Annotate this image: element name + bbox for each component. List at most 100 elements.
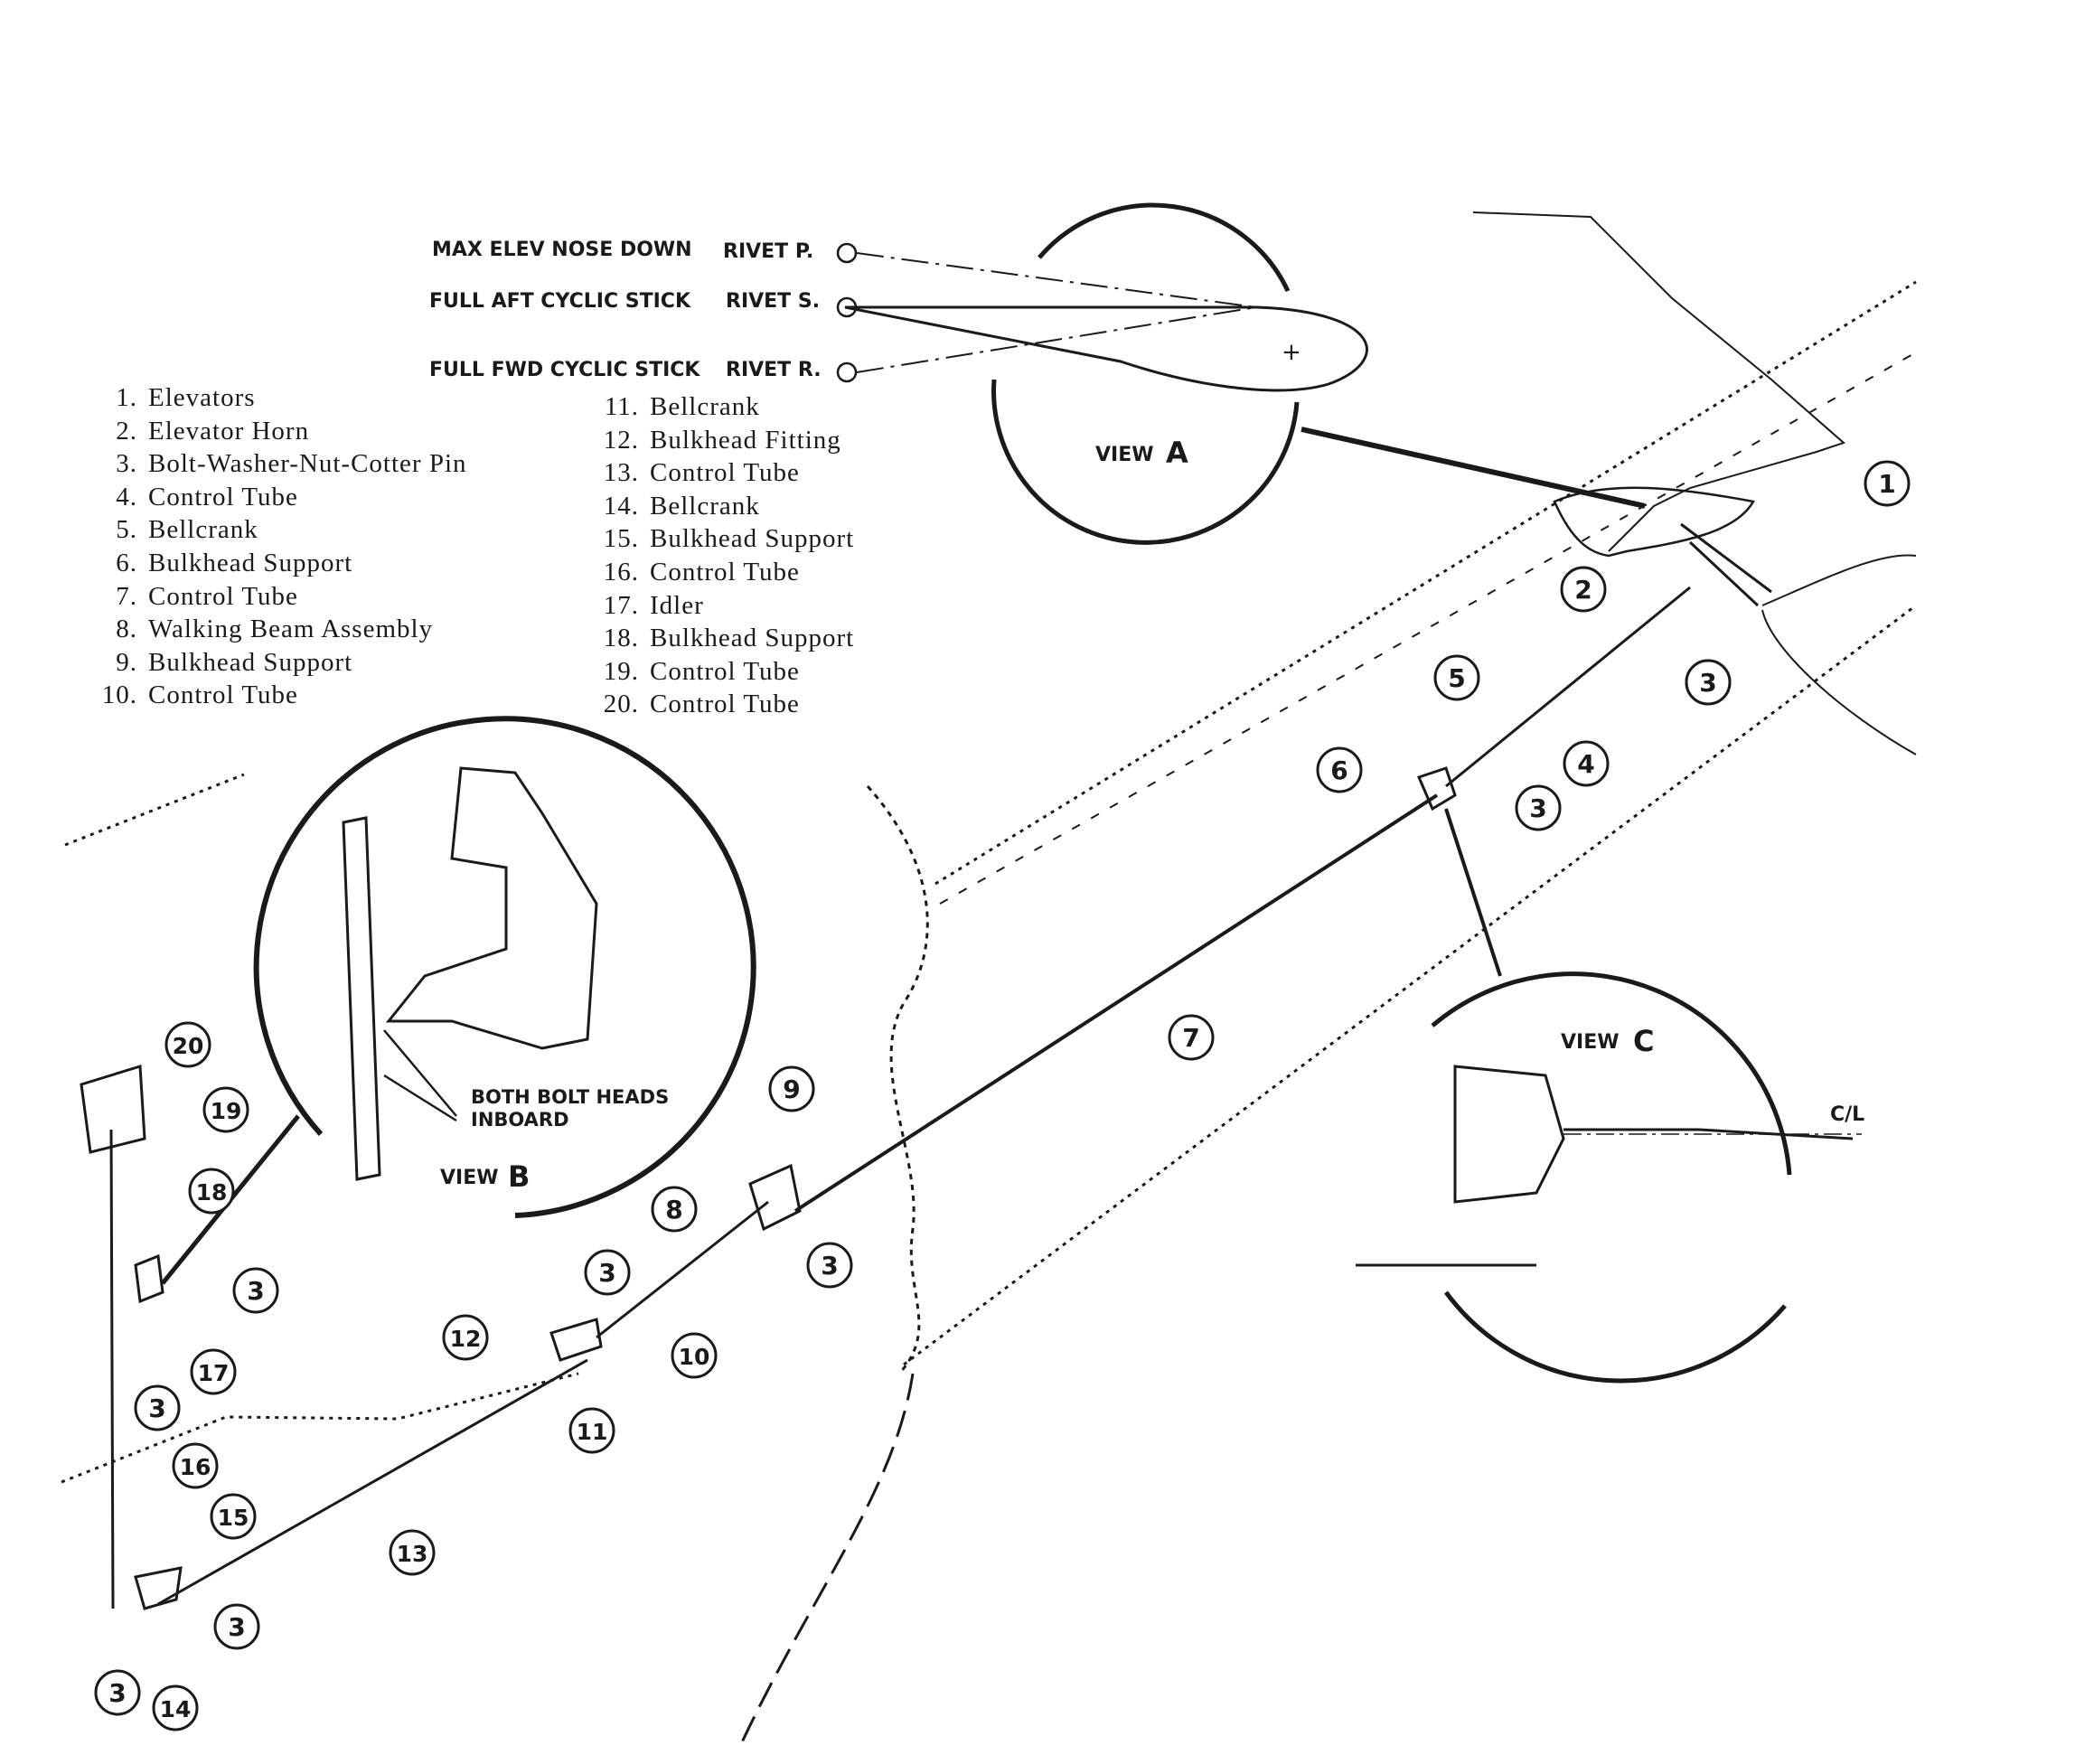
view-b-note-line2: INBOARD (471, 1109, 569, 1131)
legend-item-name: Elevator Horn (148, 416, 310, 446)
legend-item: 7.Control Tube (81, 580, 467, 614)
callout-circle (1433, 654, 1480, 701)
callout-circle (1316, 746, 1363, 793)
callout-11: 11 (568, 1407, 615, 1454)
rivet-p-icon (836, 242, 858, 264)
callout-circle (768, 1065, 815, 1112)
legend-item: 20.Control Tube (583, 688, 854, 721)
callout-number: 10 (679, 1344, 710, 1370)
callout-3: 3 (94, 1669, 141, 1716)
callout-circle (1515, 784, 1562, 831)
callout-17: 17 (190, 1348, 237, 1395)
fuselage-lower-line (903, 604, 1917, 1366)
legend-item-number: 5. (116, 515, 137, 545)
callout-5: 5 (1433, 654, 1480, 701)
callout-circle (232, 1267, 279, 1314)
control-tube-13 (157, 1358, 588, 1606)
view-a-rivet-s-label: RIVET S. (726, 290, 820, 313)
legend-item-number: 17. (603, 590, 639, 620)
bellcrank-14-shape (134, 1566, 183, 1610)
callout-circle (568, 1407, 615, 1454)
callout-number: 1 (1878, 469, 1895, 499)
rivet-s-icon (836, 296, 858, 318)
legend-item-number: 6. (116, 548, 137, 577)
legend-item-number: 16. (603, 557, 639, 586)
legend-item-name: Bulkhead Support (148, 647, 353, 677)
view-a-full-fwd-label: FULL FWD CYCLIC STICK (429, 359, 700, 381)
legend-item: 13.Control Tube (583, 456, 854, 490)
callout-number: 3 (247, 1276, 264, 1306)
legend-item-number: 8. (116, 615, 137, 644)
callout-20: 20 (164, 1021, 211, 1068)
callout-number: 20 (173, 1033, 204, 1059)
legend-item-number: 14. (603, 491, 639, 521)
legend-item-name: Bellcrank (650, 491, 760, 521)
callout-number: 18 (196, 1179, 228, 1206)
legend-item-name: Control Tube (148, 581, 298, 611)
callout-4: 4 (1563, 740, 1610, 787)
legend-item: 19.Control Tube (583, 655, 854, 689)
view-a-rivet-r-label: RIVET R. (726, 359, 822, 381)
legend-item-name: Control Tube (148, 680, 298, 710)
legend-item-number: 13. (603, 458, 639, 488)
elevator-airfoil (1553, 486, 1755, 558)
callout-number: 13 (397, 1541, 428, 1567)
view-c-bracket (1453, 1065, 1565, 1204)
legend-item-name: Bulkhead Fitting (650, 425, 841, 455)
legend-item: 2. Elevator Horn (81, 415, 467, 448)
callout-circle (442, 1314, 489, 1361)
view-b-tube (342, 816, 381, 1181)
legend-item-number: 18. (603, 624, 639, 653)
callout-number: 8 (665, 1195, 682, 1224)
legend-item-name: Bulkhead Support (148, 548, 353, 577)
callout-1: 1 (1864, 460, 1911, 507)
callout-number: 3 (1699, 668, 1716, 698)
legend-item: 1.Elevators (81, 381, 467, 415)
legend-item: 12. Bulkhead Fitting (583, 424, 854, 457)
legend-item: 6. Bulkhead Support (81, 547, 467, 580)
callout-number: 19 (211, 1098, 242, 1124)
callout-circle (1563, 740, 1610, 787)
legend-item-number: 9. (116, 647, 137, 677)
legend-item-name: Control Tube (650, 690, 800, 719)
legend-item: 3.Bolt-Washer-Nut-Cotter Pin (81, 447, 467, 481)
callout-circle (584, 1249, 631, 1296)
callout-circle (651, 1186, 698, 1233)
callout-6: 6 (1316, 746, 1363, 793)
callout-3: 3 (232, 1267, 279, 1314)
callout-circle (213, 1603, 260, 1650)
callout-circle (1560, 566, 1607, 613)
view-c-detail (1356, 808, 1862, 1384)
callout-3: 3 (134, 1384, 181, 1431)
legend-item-name: Bolt-Washer-Nut-Cotter Pin (148, 449, 467, 479)
legend-item-number: 2. (116, 416, 137, 446)
legend-item: 4.Control Tube (81, 481, 467, 514)
callout-13: 13 (389, 1529, 436, 1576)
legend-item: 10.Control Tube (81, 679, 467, 712)
view-b-leaders (383, 1029, 457, 1122)
legend-item-number: 12. (603, 425, 639, 455)
fuselage-mid-line (939, 352, 1917, 905)
legend-item-name: Elevators (148, 383, 256, 412)
bulkhead-lower-curve (739, 1373, 915, 1745)
legend-item-name: Bellcrank (650, 392, 760, 421)
callout-circle (202, 1086, 249, 1133)
callout-15: 15 (210, 1493, 257, 1540)
callout-number: 6 (1330, 755, 1347, 785)
view-b-title-word: VIEW (440, 1167, 499, 1189)
callout-circle (389, 1529, 436, 1576)
view-c-circle (1431, 971, 1792, 1384)
callout-number: 12 (450, 1326, 482, 1352)
fuselage-upper-line (934, 280, 1917, 886)
legend-item: 18.Bulkhead Support (583, 622, 854, 655)
view-a-max-elev-label: MAX ELEV NOSE DOWN (432, 239, 692, 261)
control-tube-10 (596, 1200, 769, 1339)
callout-18: 18 (188, 1168, 235, 1215)
fuselage-left-bottom-line (61, 1372, 579, 1484)
callout-number: 5 (1448, 663, 1465, 693)
callout-3: 3 (1685, 659, 1732, 706)
view-a-plus-icon: + (1282, 339, 1301, 366)
bellcrank-5-shape (1416, 766, 1457, 812)
legend-item: 14. Bellcrank (583, 490, 854, 523)
